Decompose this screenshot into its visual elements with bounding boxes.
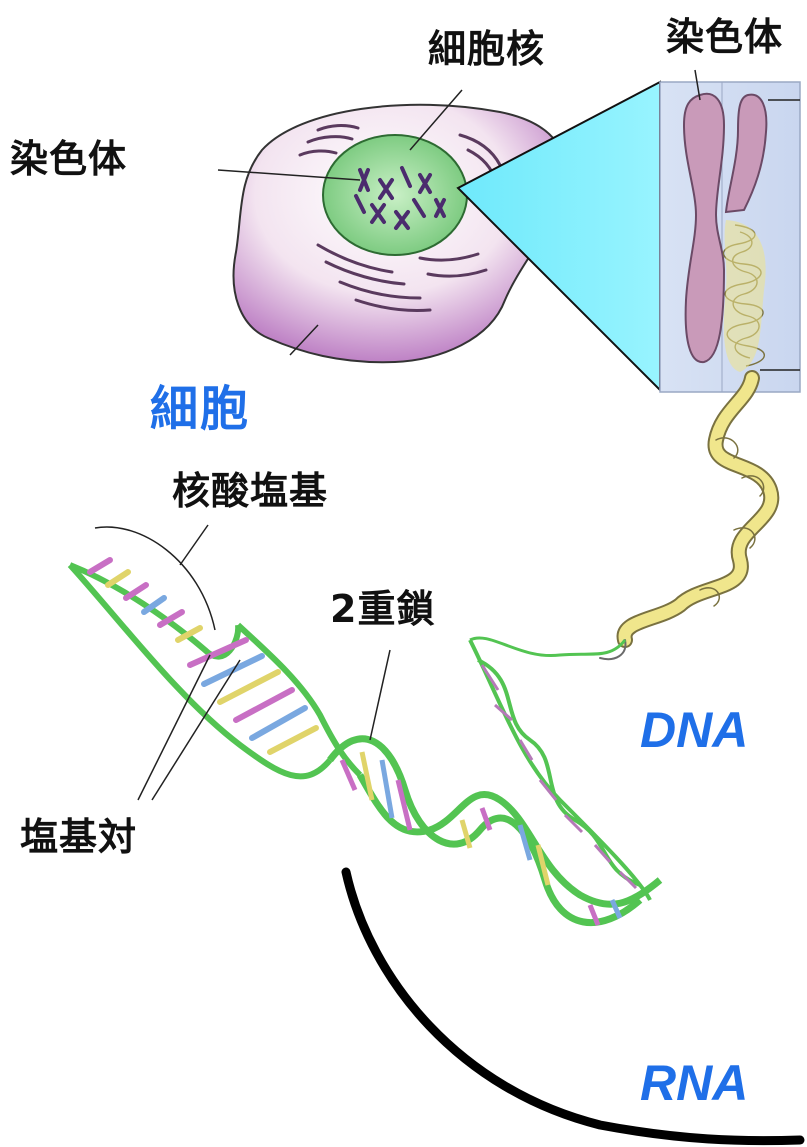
leader-nucleotide [180,525,208,565]
nucleus [323,135,467,255]
leader-double-strand [370,650,390,740]
label-chromosome-top: 染色体 [666,18,783,56]
leader-base-pair-2 [152,660,240,800]
label-nucleotide: 核酸塩基 [172,472,328,510]
label-base-pair: 塩基対 [20,818,137,856]
dna-helix-long [470,638,650,900]
chromatin-fiber [600,378,771,659]
dna-ladder [70,525,660,925]
label-nucleus: 細胞核 [428,30,545,68]
label-double-strand: 2重鎖 [330,590,435,628]
dna-helix-twist-rungs [342,752,620,925]
dna-strand-inner [238,625,360,775]
dna-helix-twist [330,739,660,925]
label-cell: 細胞 [150,385,250,433]
label-chromosome-left: 染色体 [10,140,127,178]
dna-strand-outer [70,565,330,776]
dna-strand-upper [70,565,238,657]
label-rna: RNA [640,1058,748,1108]
leader-base-pair-1 [138,655,210,800]
label-dna: DNA [640,705,748,755]
